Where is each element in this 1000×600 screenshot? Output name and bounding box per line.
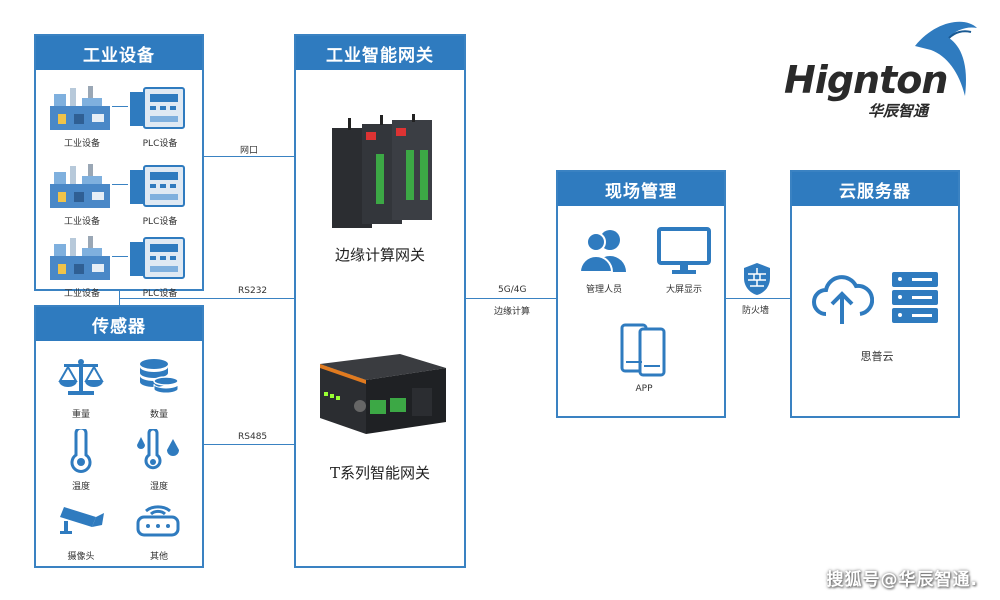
humidity-icon [137,429,179,470]
label-ethernet: 网口 [240,146,259,156]
sensor-label-camera: 摄像头 [67,552,95,562]
brand-cn-name: 华辰智通 [868,102,929,120]
industrial-device-label: 工业设备 [63,289,100,299]
cloud-upload-icon [812,275,874,324]
plc-device-icon [130,237,185,279]
thermometer-icon [70,429,92,473]
line-rs232 [119,298,294,299]
t-series-gateway-label: T系列智能网关 [329,464,430,482]
camera-icon [60,507,104,534]
factory-icon [50,164,110,208]
database-icon [140,359,179,394]
device-plc-link [112,184,128,185]
line-ethernet [204,156,294,157]
site-label-big-screen: 大屏显示 [665,285,702,295]
brand-name: Hignton [784,58,948,102]
sensor-label-count: 数量 [149,410,168,420]
factory-icon [50,86,110,130]
sensor-label-temperature: 温度 [71,482,90,492]
edge-gateway-device-image [332,114,432,228]
industrial-title: 工业设备 [36,36,202,70]
site-label-app: APP [635,384,653,394]
label-5g4g: 5G/4G [498,285,527,295]
factory-icon [50,236,110,280]
cloud-label: 思普云 [860,350,894,363]
plc-device-label: PLC设备 [142,217,178,227]
plc-device-icon [130,87,185,129]
plc-device-label: PLC设备 [142,139,178,149]
device-plc-link [112,106,128,107]
scale-icon [58,359,104,395]
gateway-panel: 工业智能网关 边缘计算网关 T系列智能网关 [294,34,466,568]
label-edge-compute: 边缘计算 [494,307,531,317]
users-icon [578,230,626,273]
industrial-device-label: 工业设备 [63,217,100,227]
site-management-title: 现场管理 [558,172,724,206]
t-series-gateway-device-image [320,354,446,434]
label-firewall: 防火墙 [742,306,770,316]
monitor-icon [657,227,711,274]
edge-gateway-label: 边缘计算网关 [334,246,425,264]
firewall-icon [744,263,770,295]
sensors-title: 传感器 [36,307,202,341]
sensor-label-other: 其他 [149,552,168,562]
server-icon [892,272,938,323]
industrial-row: 工业设备 PLC设备 [36,234,202,304]
site-label-managers: 管理人员 [585,285,622,295]
line-rs485 [204,444,294,445]
mobile-icon [620,323,666,377]
sensor-label-weight: 重量 [71,410,90,420]
plc-device-label: PLC设备 [142,289,178,299]
router-icon [136,505,180,537]
cloud-server-title: 云服务器 [792,172,958,206]
watermark: 搜狐号@华辰智通. [826,570,978,590]
label-rs232: RS232 [238,286,268,296]
bird-logo-icon [915,21,977,97]
brand-logo: Hignton 华辰智通 [780,20,990,120]
site-management-panel: 现场管理 管理人员 大屏显示 APP [556,170,726,418]
sensors-panel: 传感器 重量 数量 温度 湿度 [34,305,204,568]
device-plc-link [112,256,128,257]
line-network [466,298,556,299]
gateway-title: 工业智能网关 [296,36,464,70]
plc-device-icon [130,165,185,207]
industrial-device-label: 工业设备 [63,139,100,149]
label-rs485: RS485 [238,432,268,442]
line-firewall [726,298,790,299]
sensor-label-humidity: 湿度 [149,482,168,492]
cloud-server-panel: 云服务器 思普云 [790,170,960,418]
industrial-row: 工业设备 PLC设备 [36,162,202,232]
industrial-row: 工业设备 PLC设备 [36,84,202,154]
